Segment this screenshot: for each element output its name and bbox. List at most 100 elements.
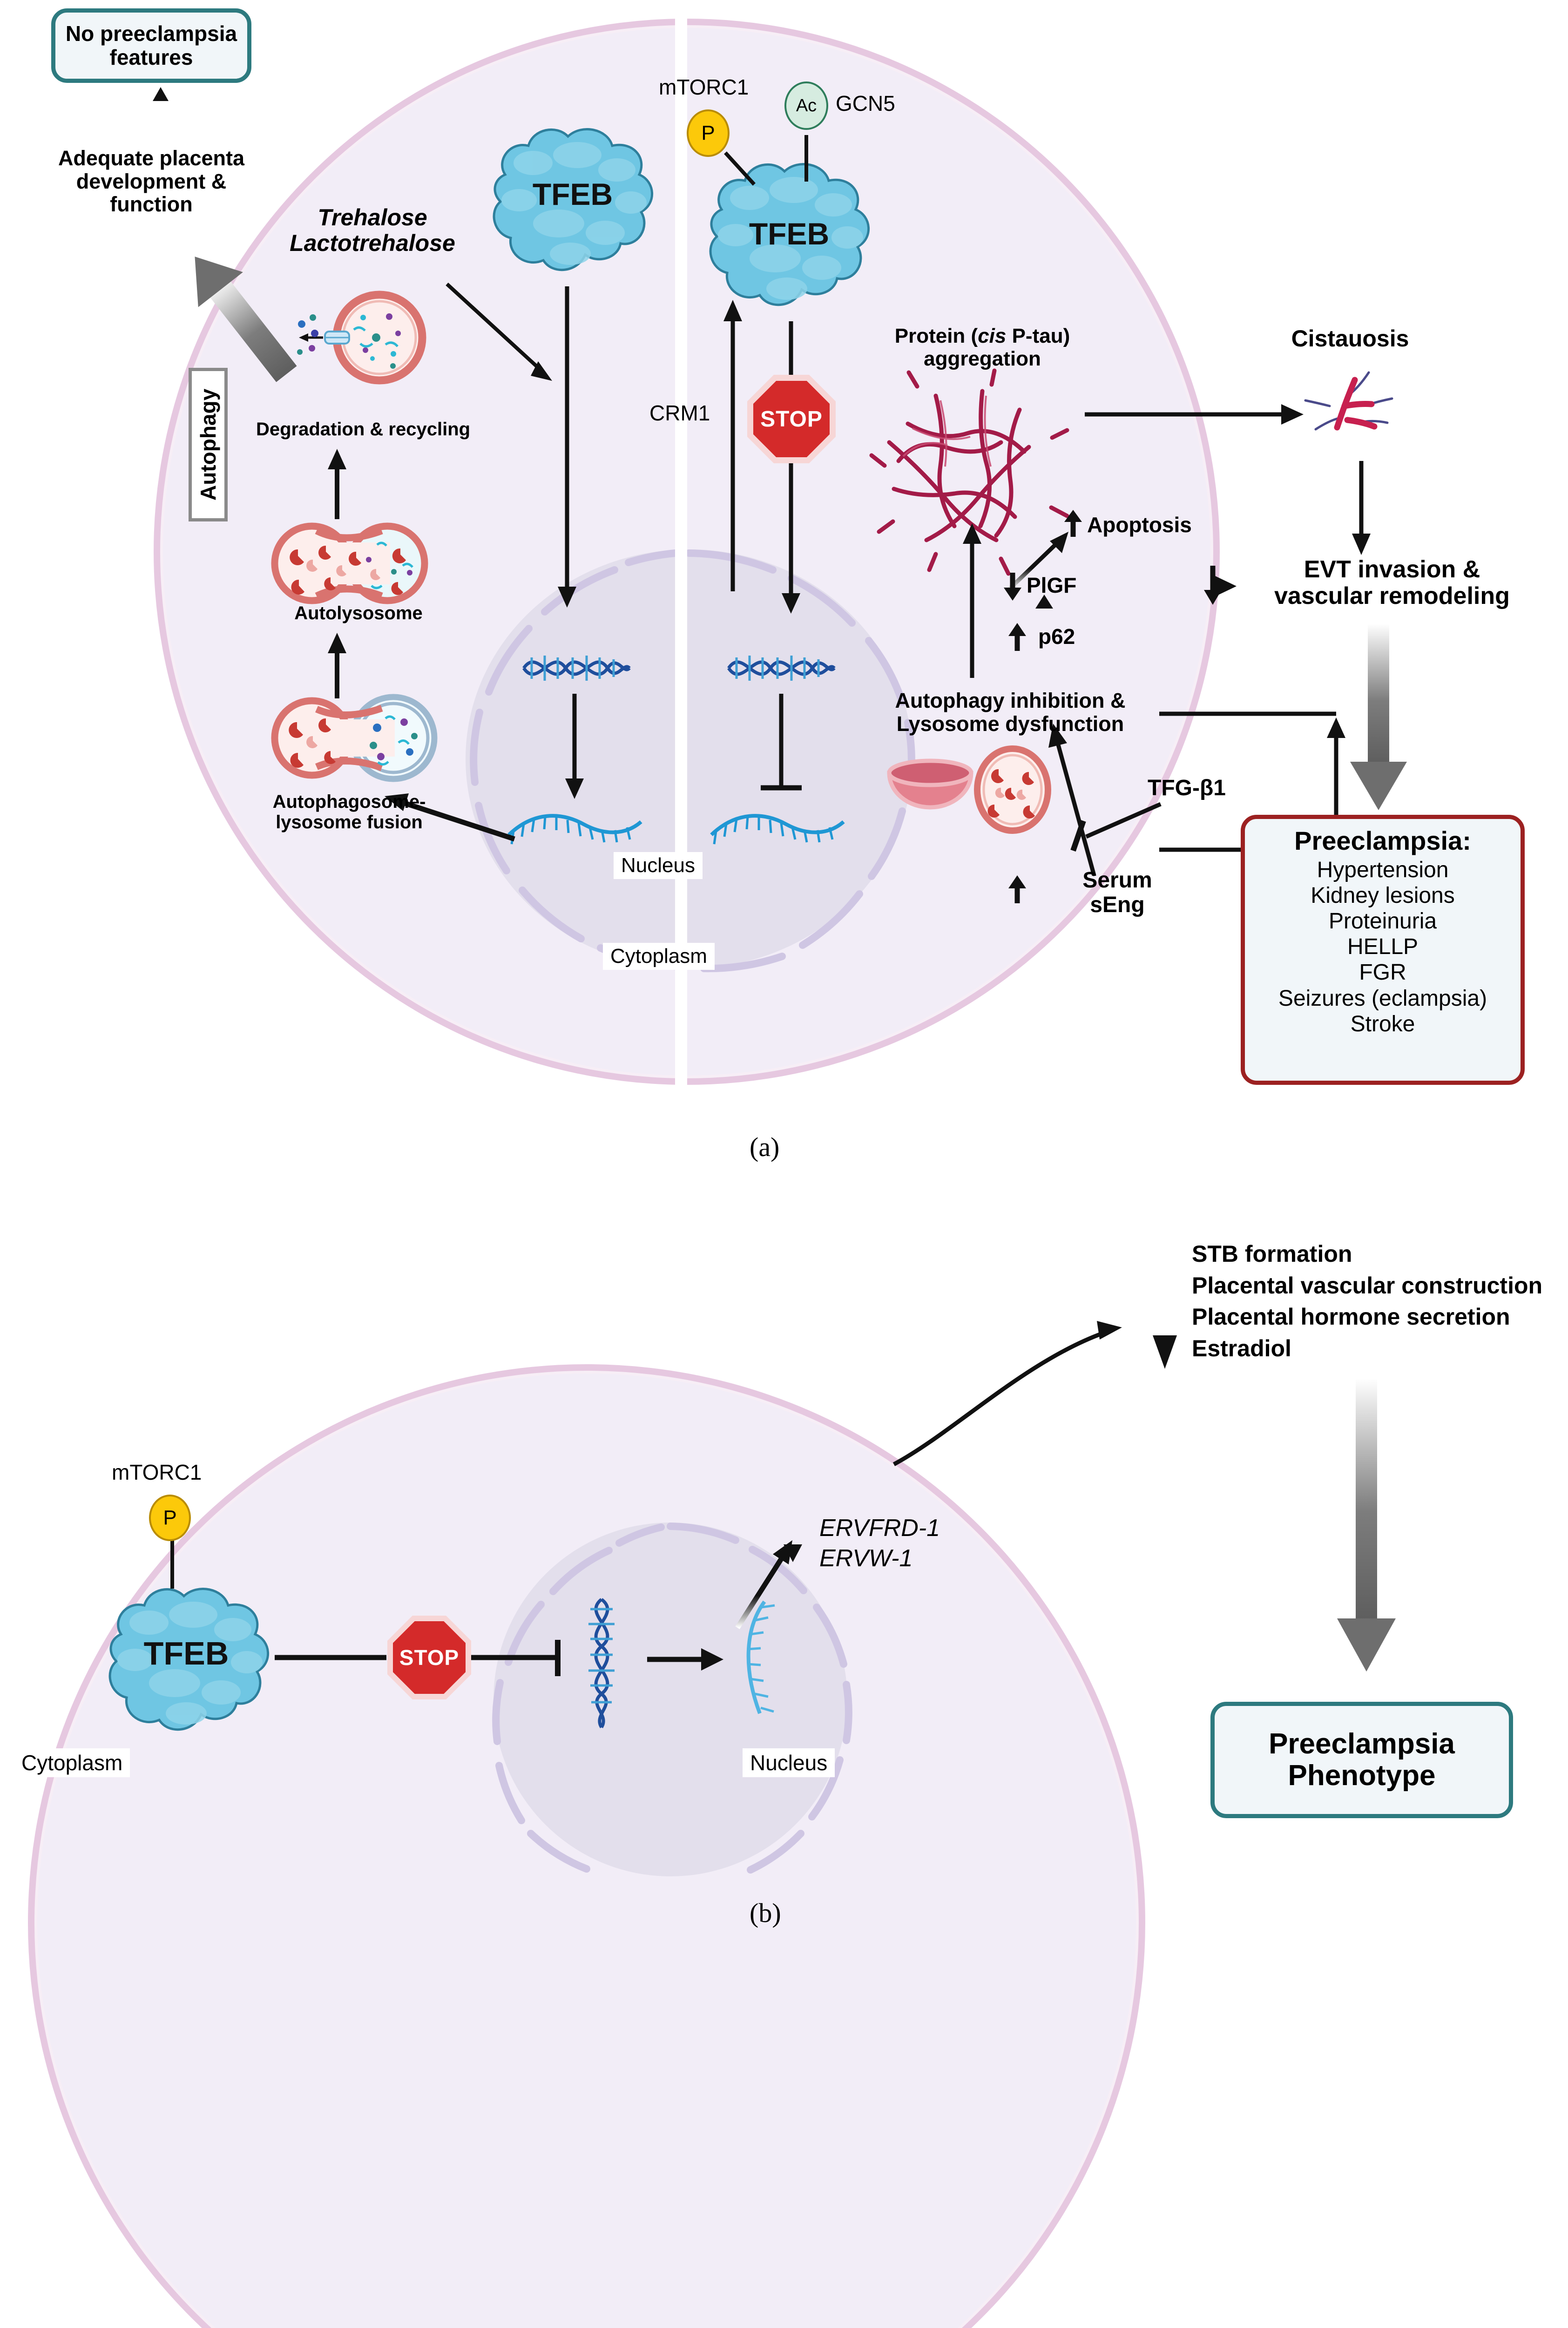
cytoplasm-label-a: Cytoplasm: [603, 943, 715, 970]
svg-text:TFEB: TFEB: [749, 217, 829, 251]
autophagy-inhibition-label: Autophagy inhibition & Lysosome dysfunct…: [895, 689, 1126, 736]
dysfunctional-lysosome-icon: [887, 745, 1051, 834]
stop-sign-a: STOP: [753, 381, 830, 457]
arrow-p62-to-plgf: [1035, 595, 1053, 635]
preeclampsia-title: Preeclampsia:: [1294, 826, 1471, 855]
panel-a-caption: (a): [750, 1132, 780, 1162]
tau-aggregate-icon: [869, 368, 1069, 576]
arrow-fusion-to-autolysosome: [328, 633, 346, 698]
inhibition-stop-to-dna-b: [468, 1640, 561, 1676]
autophagosome-lysosome-fusion-icon: [271, 694, 438, 782]
inhibition-transcription-right: [761, 694, 802, 791]
arrow-transcription-left: [565, 694, 584, 799]
autolysosome-label: Autolysosome: [294, 603, 423, 623]
serum-seng-up-arrow-icon: [1008, 875, 1026, 903]
evt-down-arrow-icon: [1204, 566, 1222, 605]
acetyl-badge-a: Ac: [784, 81, 828, 130]
gcn5-label: GCN5: [836, 91, 895, 115]
mtorc1-label-b: mTORC1: [112, 1460, 202, 1484]
tfeb-protein-right: TFEB: [709, 163, 870, 306]
arrow-transcription-b: [647, 1648, 723, 1671]
preeclampsia-box: Preeclampsia: Hypertension Kidney lesion…: [1241, 815, 1525, 1085]
autophagy-tag: Autophagy: [189, 368, 228, 521]
mrna-left: [507, 814, 642, 845]
no-preeclampsia-label: No preeclampsia features: [65, 21, 237, 69]
lysosome-degradation-icon: [297, 291, 426, 385]
connector-tfeb-to-stop-b: [275, 1655, 386, 1660]
autophagosome-lysosome-fusion-label: Autophagosome- lysosome fusion: [272, 792, 426, 832]
preeclampsia-phenotype-label: Preeclampsia Phenotype: [1269, 1727, 1455, 1792]
phosphate-badge-a: P: [687, 109, 730, 157]
evt-invasion-label: EVT invasion & vascular remodeling: [1274, 556, 1510, 610]
autolysosome-icon: [271, 522, 428, 604]
p62-label: p62: [1038, 624, 1075, 649]
arrow-aggregate-to-cistauosis: [1085, 404, 1304, 425]
preeclampsia-item-5: Seizures (eclampsia): [1278, 986, 1487, 1011]
tfeb-protein-panel-b: TFEB: [108, 1588, 269, 1731]
preeclampsia-item-1: Kidney lesions: [1311, 883, 1455, 908]
stop-sign-label-a: STOP: [760, 406, 823, 432]
apoptosis-label: Apoptosis: [1087, 513, 1192, 537]
stop-sign-label-b: STOP: [399, 1645, 460, 1670]
nucleus-panel-a: [466, 549, 912, 968]
nuclear-envelope-b: [492, 1523, 852, 1874]
arrow-tfeb-right-to-nucleus: [782, 321, 800, 614]
arrow-trehalose-to-tfeb-path: [446, 283, 552, 381]
protein-agg-post: P-tau) aggregation: [924, 325, 1070, 370]
output-item-3: Estradiol: [1192, 1335, 1291, 1361]
output-item-0: STB formation: [1192, 1241, 1352, 1267]
nucleus-panel-b: [493, 1523, 847, 1876]
arrow-crm1-export: [723, 300, 742, 591]
tfg-b1-label: TFG-β1: [1148, 776, 1226, 800]
dna-helix-left: [522, 656, 631, 681]
preeclampsia-item-6: Stroke: [1350, 1011, 1415, 1036]
acetyl-badge-label: Ac: [796, 95, 817, 115]
preeclampsia-phenotype-box: Preeclampsia Phenotype: [1210, 1702, 1513, 1818]
mrna-panel-b: [746, 1600, 775, 1714]
arrow-mrna-to-fusion: [385, 793, 515, 842]
output-item-2: Placental hormone secretion: [1192, 1304, 1510, 1330]
arrow-seng-to-inhibition: [1048, 724, 1096, 876]
grey-arrow-out-of-cell: [195, 257, 297, 382]
autophagy-tag-label: Autophagy: [196, 388, 220, 501]
erv-genes-label: ERVFRD-1 ERVW-1: [819, 1515, 940, 1572]
arrow-cistauosis-to-evt: [1352, 461, 1371, 555]
phosphate-badge-b: P: [149, 1495, 191, 1541]
arrow-inhibition-to-aggregation: [963, 523, 981, 678]
trehalose-label: Trehalose Lactotrehalose: [290, 204, 455, 256]
phosphate-badge-label-b: P: [163, 1506, 177, 1529]
curved-arrow-to-outputs: [892, 1321, 1122, 1466]
plgf-down-arrow-icon: [1004, 573, 1021, 601]
plgf-label: PlGF: [1027, 573, 1077, 597]
preeclampsia-item-3: HELLP: [1347, 934, 1419, 960]
output-item-1: Placental vascular construction: [1192, 1272, 1543, 1299]
panel-split-divider: [675, 19, 687, 1090]
protein-aggregation-label: Protein (cis P-tau) aggregation: [833, 303, 1131, 370]
outputs-down-arrow-icon: [1153, 1238, 1177, 1369]
phospho-connector-b: [170, 1536, 174, 1589]
protein-agg-pre: Protein (: [894, 325, 978, 348]
nucleus-label-a: Nucleus: [614, 852, 703, 879]
grey-arrow-to-phenotype: [1337, 1378, 1396, 1672]
svg-text:TFEB: TFEB: [144, 1635, 229, 1672]
grey-arrow-evt-to-preeclampsia: [1350, 624, 1407, 810]
stop-sign-b: STOP: [393, 1621, 466, 1694]
svg-text:TFEB: TFEB: [533, 177, 613, 211]
mtorc1-label-a: mTORC1: [659, 75, 749, 99]
preeclampsia-item-0: Hypertension: [1317, 857, 1449, 882]
mrna-right: [710, 814, 845, 845]
arrow-to-apoptosis: [1006, 532, 1068, 592]
erv-genes-down-arrow-icon: [784, 1516, 802, 1562]
phosphate-badge-label: P: [701, 122, 715, 144]
cistauosis-icon: [1304, 371, 1393, 431]
crm1-label: CRM1: [649, 401, 710, 425]
protein-agg-italic: cis: [978, 325, 1007, 348]
tfg-b1-inhibition-connector: [1070, 802, 1162, 852]
arrow-adequate-to-outcome: [153, 87, 169, 141]
arrow-tfeb-left-to-nucleus: [558, 286, 576, 608]
cytoplasm-label-b: Cytoplasm: [14, 1748, 130, 1777]
panel-b-caption: (b): [750, 1898, 781, 1928]
tfeb-protein-left: TFEB: [493, 128, 653, 271]
no-preeclampsia-box: No preeclampsia features: [51, 8, 251, 83]
apoptosis-up-arrow-icon: [1064, 510, 1082, 537]
